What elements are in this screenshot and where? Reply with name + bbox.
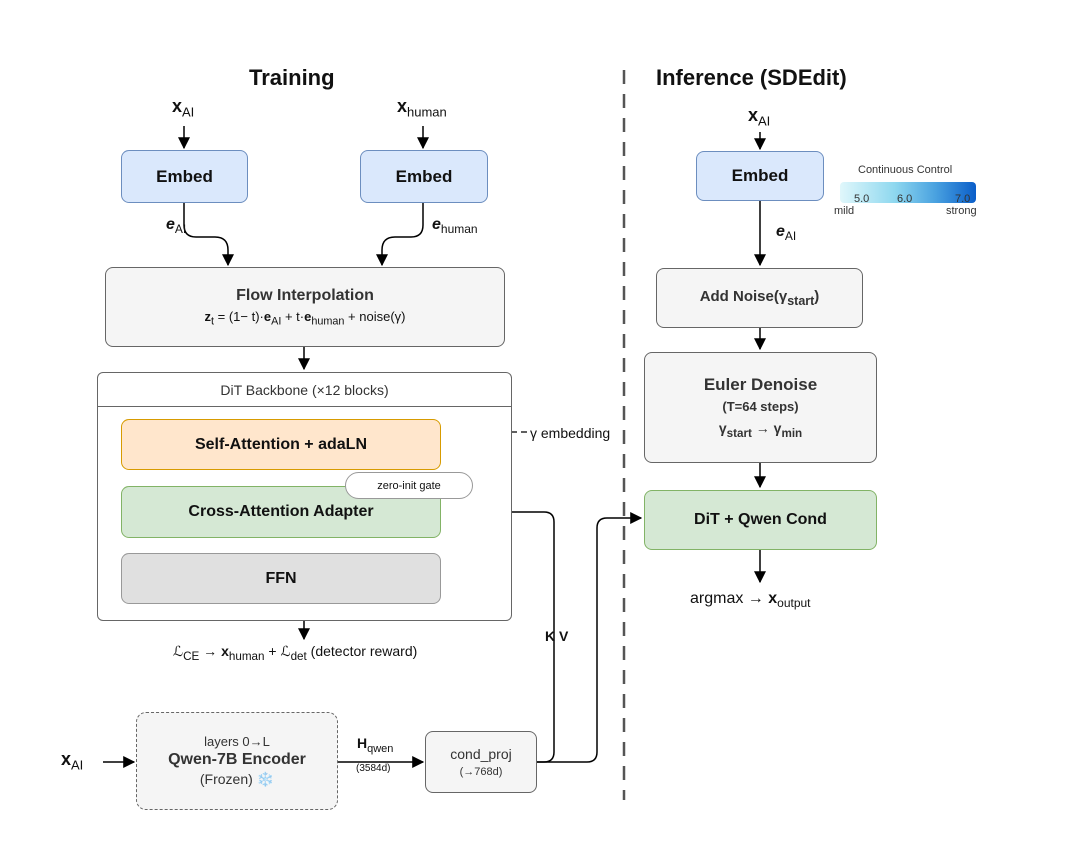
output-label: argmax → xoutput [690,590,811,611]
training-title: Training [249,65,335,90]
e-ai-label: eAI [166,216,187,237]
control-tick-2: 7.0 [955,193,971,205]
zero-init-gate-badge: zero-init gate [345,472,473,499]
flow-equation: zt = (1− t)·eAI + t·ehuman + noise(γ) [204,308,406,328]
control-gradient-bar [840,182,976,203]
x-human-top-label: xhuman [397,96,447,120]
control-title: Continuous Control [858,164,953,176]
x-ai-bottom-label: xAI [61,749,84,773]
h-qwen-dim: (3584d) [356,763,391,774]
loss-label: ℒCE → xhuman + ℒdet (detector reward) [173,643,418,663]
dit-qwen-cond-box[interactable]: DiT + Qwen Cond [644,490,877,550]
euler-denoise-box[interactable]: Euler Denoise (T=64 steps) γstart → γmin [644,352,877,463]
inf-e-ai-label: eAI [776,223,797,244]
e-human-label: ehuman [432,216,478,237]
arrow-embed-left-flow [183,203,234,267]
add-noise-box[interactable]: Add Noise(γstart) [656,268,863,328]
euler-steps: (T=64 steps) [722,399,799,415]
arrow-embed-right-flow [376,203,424,267]
cond-proj-box[interactable]: cond_proj (→768d) [425,731,537,793]
inf-embed-box[interactable]: Embed [696,151,824,201]
euler-gamma-range: γstart → γmin [718,420,803,440]
qwen-encoder-box[interactable]: layers 0→L Qwen-7B Encoder (Frozen) ❄️ [136,712,338,810]
inf-x-ai-label: xAI [748,105,771,129]
gamma-embedding-label: γ embedding [530,425,611,441]
control-min-label: mild [834,205,855,217]
control-max-label: strong [946,205,977,217]
control-tick-0: 5.0 [854,193,870,205]
ffn-box[interactable]: FFN [121,553,441,604]
dit-backbone-header: DiT Backbone (×12 blocks) [98,373,511,407]
qwen-frozen: (Frozen) ❄️ [199,771,275,787]
control-tick-1: 6.0 [897,193,913,205]
euler-title: Euler Denoise [703,375,818,395]
cond-proj-title: cond_proj [450,746,512,762]
embed-right-box[interactable]: Embed [360,150,488,203]
arrow-condproj-ditqwen [537,512,643,763]
qwen-layers: layers 0→L [204,734,270,749]
h-qwen-label: Hqwen [357,735,394,755]
flow-interpolation-box[interactable]: Flow Interpolation zt = (1− t)·eAI + t·e… [105,267,505,347]
kv-label: K V [545,628,569,644]
inference-title: Inference (SDEdit) [656,65,847,90]
embed-left-box[interactable]: Embed [121,150,248,203]
add-noise-label: Add Noise(γstart) [699,288,820,308]
x-ai-top-label: xAI [172,96,195,120]
self-attention-box[interactable]: Self-Attention + adaLN [121,419,441,470]
qwen-title: Qwen-7B Encoder [168,751,306,768]
cond-proj-dim: (→768d) [459,766,503,778]
flow-title: Flow Interpolation [236,286,374,304]
